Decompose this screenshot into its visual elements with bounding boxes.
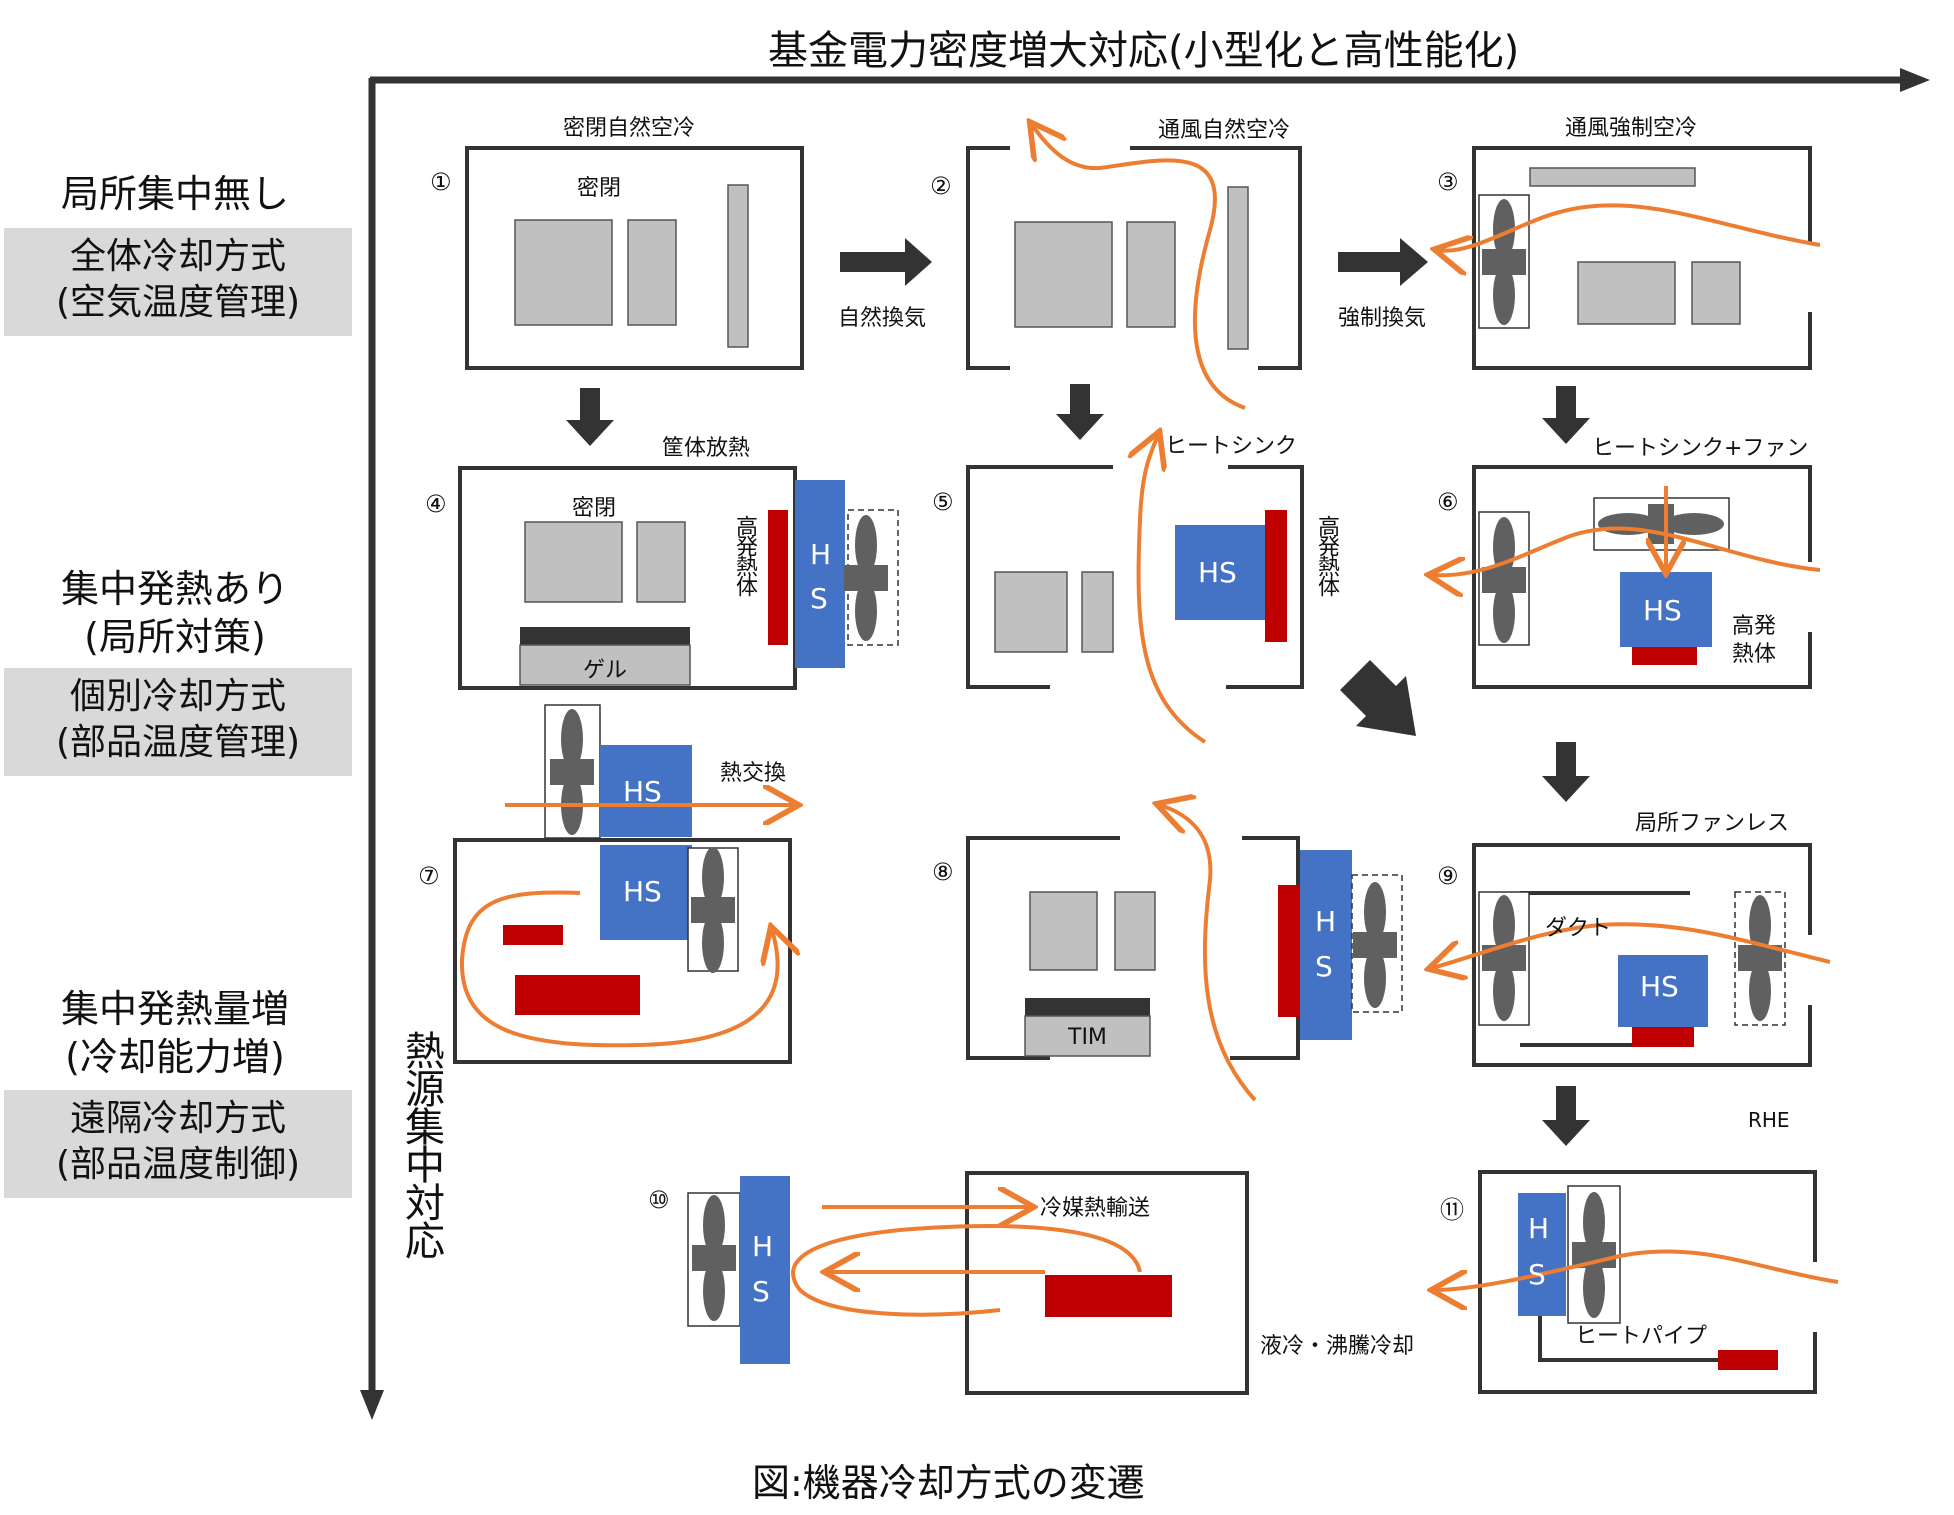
panel-10-graphic (687, 1171, 1249, 1395)
panel-10-number: ⑩ (648, 1186, 670, 1214)
panel-11-hs-letter-s: S (1528, 1258, 1546, 1291)
panel-8-number: ⑧ (932, 858, 954, 886)
panel-4-sealed-label: 密閉 (572, 496, 617, 521)
panel-11-heatpipe-label: ヒートパイプ (1575, 1324, 1708, 1349)
panel-7-hs-top-label: HS (623, 775, 662, 808)
panel-10-hs-letter-h: H (752, 1230, 774, 1263)
panel-10-transport-label: 冷媒熱輸送 (1040, 1196, 1151, 1221)
vertical-axis-label: 熱源集中対応 (398, 1030, 444, 1258)
panel-10-hs-letter-s: S (752, 1275, 770, 1308)
panel-3-title: 通風強制空冷 (1565, 116, 1698, 141)
panel-1-title: 密閉自然空冷 (563, 116, 696, 141)
panel-7-graphic (453, 704, 795, 1064)
row3-heading: 集中発熱量増 (冷却能力増) (0, 985, 350, 1081)
vertical-axis-arrow (360, 78, 384, 1420)
row3-method: 遠隔冷却方式 (69, 1098, 286, 1139)
panel-5-hot-body-label: 高発熱体 (1314, 515, 1339, 595)
panel-2-number: ② (930, 172, 952, 200)
panel-5-title: ヒートシンク (1165, 434, 1298, 459)
row2-heading-line1: 集中発熱あり (60, 567, 289, 611)
row3-method-box: 遠隔冷却方式 (部品温度制御) (4, 1090, 352, 1198)
panel-6-hs-label: HS (1643, 594, 1682, 627)
panel-9-rhe-label: RHE (1748, 1108, 1790, 1132)
row3-heading-line1: 集中発熱量増 (60, 987, 289, 1031)
panel-4-hs-letter-s: S (810, 582, 828, 615)
panel-4-hot-body-label: 高発熱体 (732, 515, 757, 595)
panel-2-graphic (966, 125, 1302, 410)
panel-11-number: ⑪ (1440, 1196, 1464, 1224)
panel-1-sealed-label: 密閉 (577, 176, 622, 201)
panel-6-title: ヒートシンク+ファン (1592, 436, 1809, 461)
row1-method-box: 全体冷却方式 (空気温度管理) (4, 228, 352, 336)
natural-ventilation-label: 自然換気 (838, 306, 927, 331)
panel-7-number: ⑦ (418, 862, 440, 890)
panel-8-tim-label: TIM (1068, 1025, 1107, 1050)
panel-6-hot-body-line2: 熱体 (1732, 642, 1777, 667)
panel-4-title: 筐体放熱 (662, 436, 751, 461)
panel-7-exchange-label: 熱交換 (720, 761, 787, 786)
horizontal-axis-arrow (370, 68, 1930, 92)
panel-3-number: ③ (1437, 168, 1459, 196)
panel-5-graphic (966, 435, 1304, 744)
row3-method-note: (部品温度制御) (55, 1144, 301, 1185)
row1-heading: 局所集中無し (60, 172, 289, 216)
panel-4-graphic (458, 466, 899, 690)
panel-8-hs-letter-s: S (1315, 950, 1333, 983)
panel-3-graphic (1438, 146, 1821, 370)
row2-heading-line2: (局所対策) (84, 615, 266, 659)
panel-9-number: ⑨ (1437, 862, 1459, 890)
panel-6-hot-body-line1: 高発 (1732, 614, 1777, 639)
panel-6-number: ⑥ (1437, 488, 1459, 516)
transition-arrow (566, 238, 1590, 1146)
panel-8-graphic (966, 805, 1403, 1102)
panel-9-title: 局所ファンレス (1635, 811, 1790, 836)
row1-method-note: (空気温度管理) (55, 282, 301, 323)
panel-2-title: 通風自然空冷 (1158, 118, 1291, 143)
panel-6-graphic (1432, 465, 1821, 689)
panel-4-gel-label: ゲル (583, 658, 628, 683)
panel-5-hs-label: HS (1198, 556, 1237, 589)
figure-caption: 図:機器冷却方式の変遷 (752, 1461, 1145, 1505)
row2-heading: 集中発熱あり (局所対策) (0, 565, 350, 661)
panel-8-hs-letter-h: H (1315, 905, 1337, 938)
panel-10-liquid-cooling-label: 液冷・沸騰冷却 (1260, 1334, 1415, 1359)
panel-9-graphic (1432, 843, 1831, 1067)
panel-5-number: ⑤ (932, 488, 954, 516)
row2-method-box: 個別冷却方式 (部品温度管理) (4, 668, 352, 776)
forced-ventilation-label: 強制換気 (1338, 306, 1427, 331)
row2-method-note: (部品温度管理) (55, 722, 301, 763)
panel-1-graphic (465, 146, 804, 370)
panel-4-hs-letter-h: H (810, 538, 832, 571)
panel-7-hs-bottom-label: HS (623, 875, 662, 908)
row1-method: 全体冷却方式 (69, 236, 286, 277)
panel-9-duct-label: ダクト (1545, 916, 1612, 941)
panel-4-number: ④ (425, 490, 447, 518)
row3-heading-line2: (冷却能力増) (65, 1035, 285, 1079)
diagram-title: 基金電力密度増大対応(小型化と高性能化) (768, 28, 1520, 74)
panel-11-hs-letter-h: H (1528, 1212, 1550, 1245)
row2-method: 個別冷却方式 (69, 676, 286, 717)
panel-9-hs-label: HS (1640, 970, 1679, 1003)
panel-11-graphic (1435, 1170, 1839, 1394)
panel-1-number: ① (430, 168, 452, 196)
